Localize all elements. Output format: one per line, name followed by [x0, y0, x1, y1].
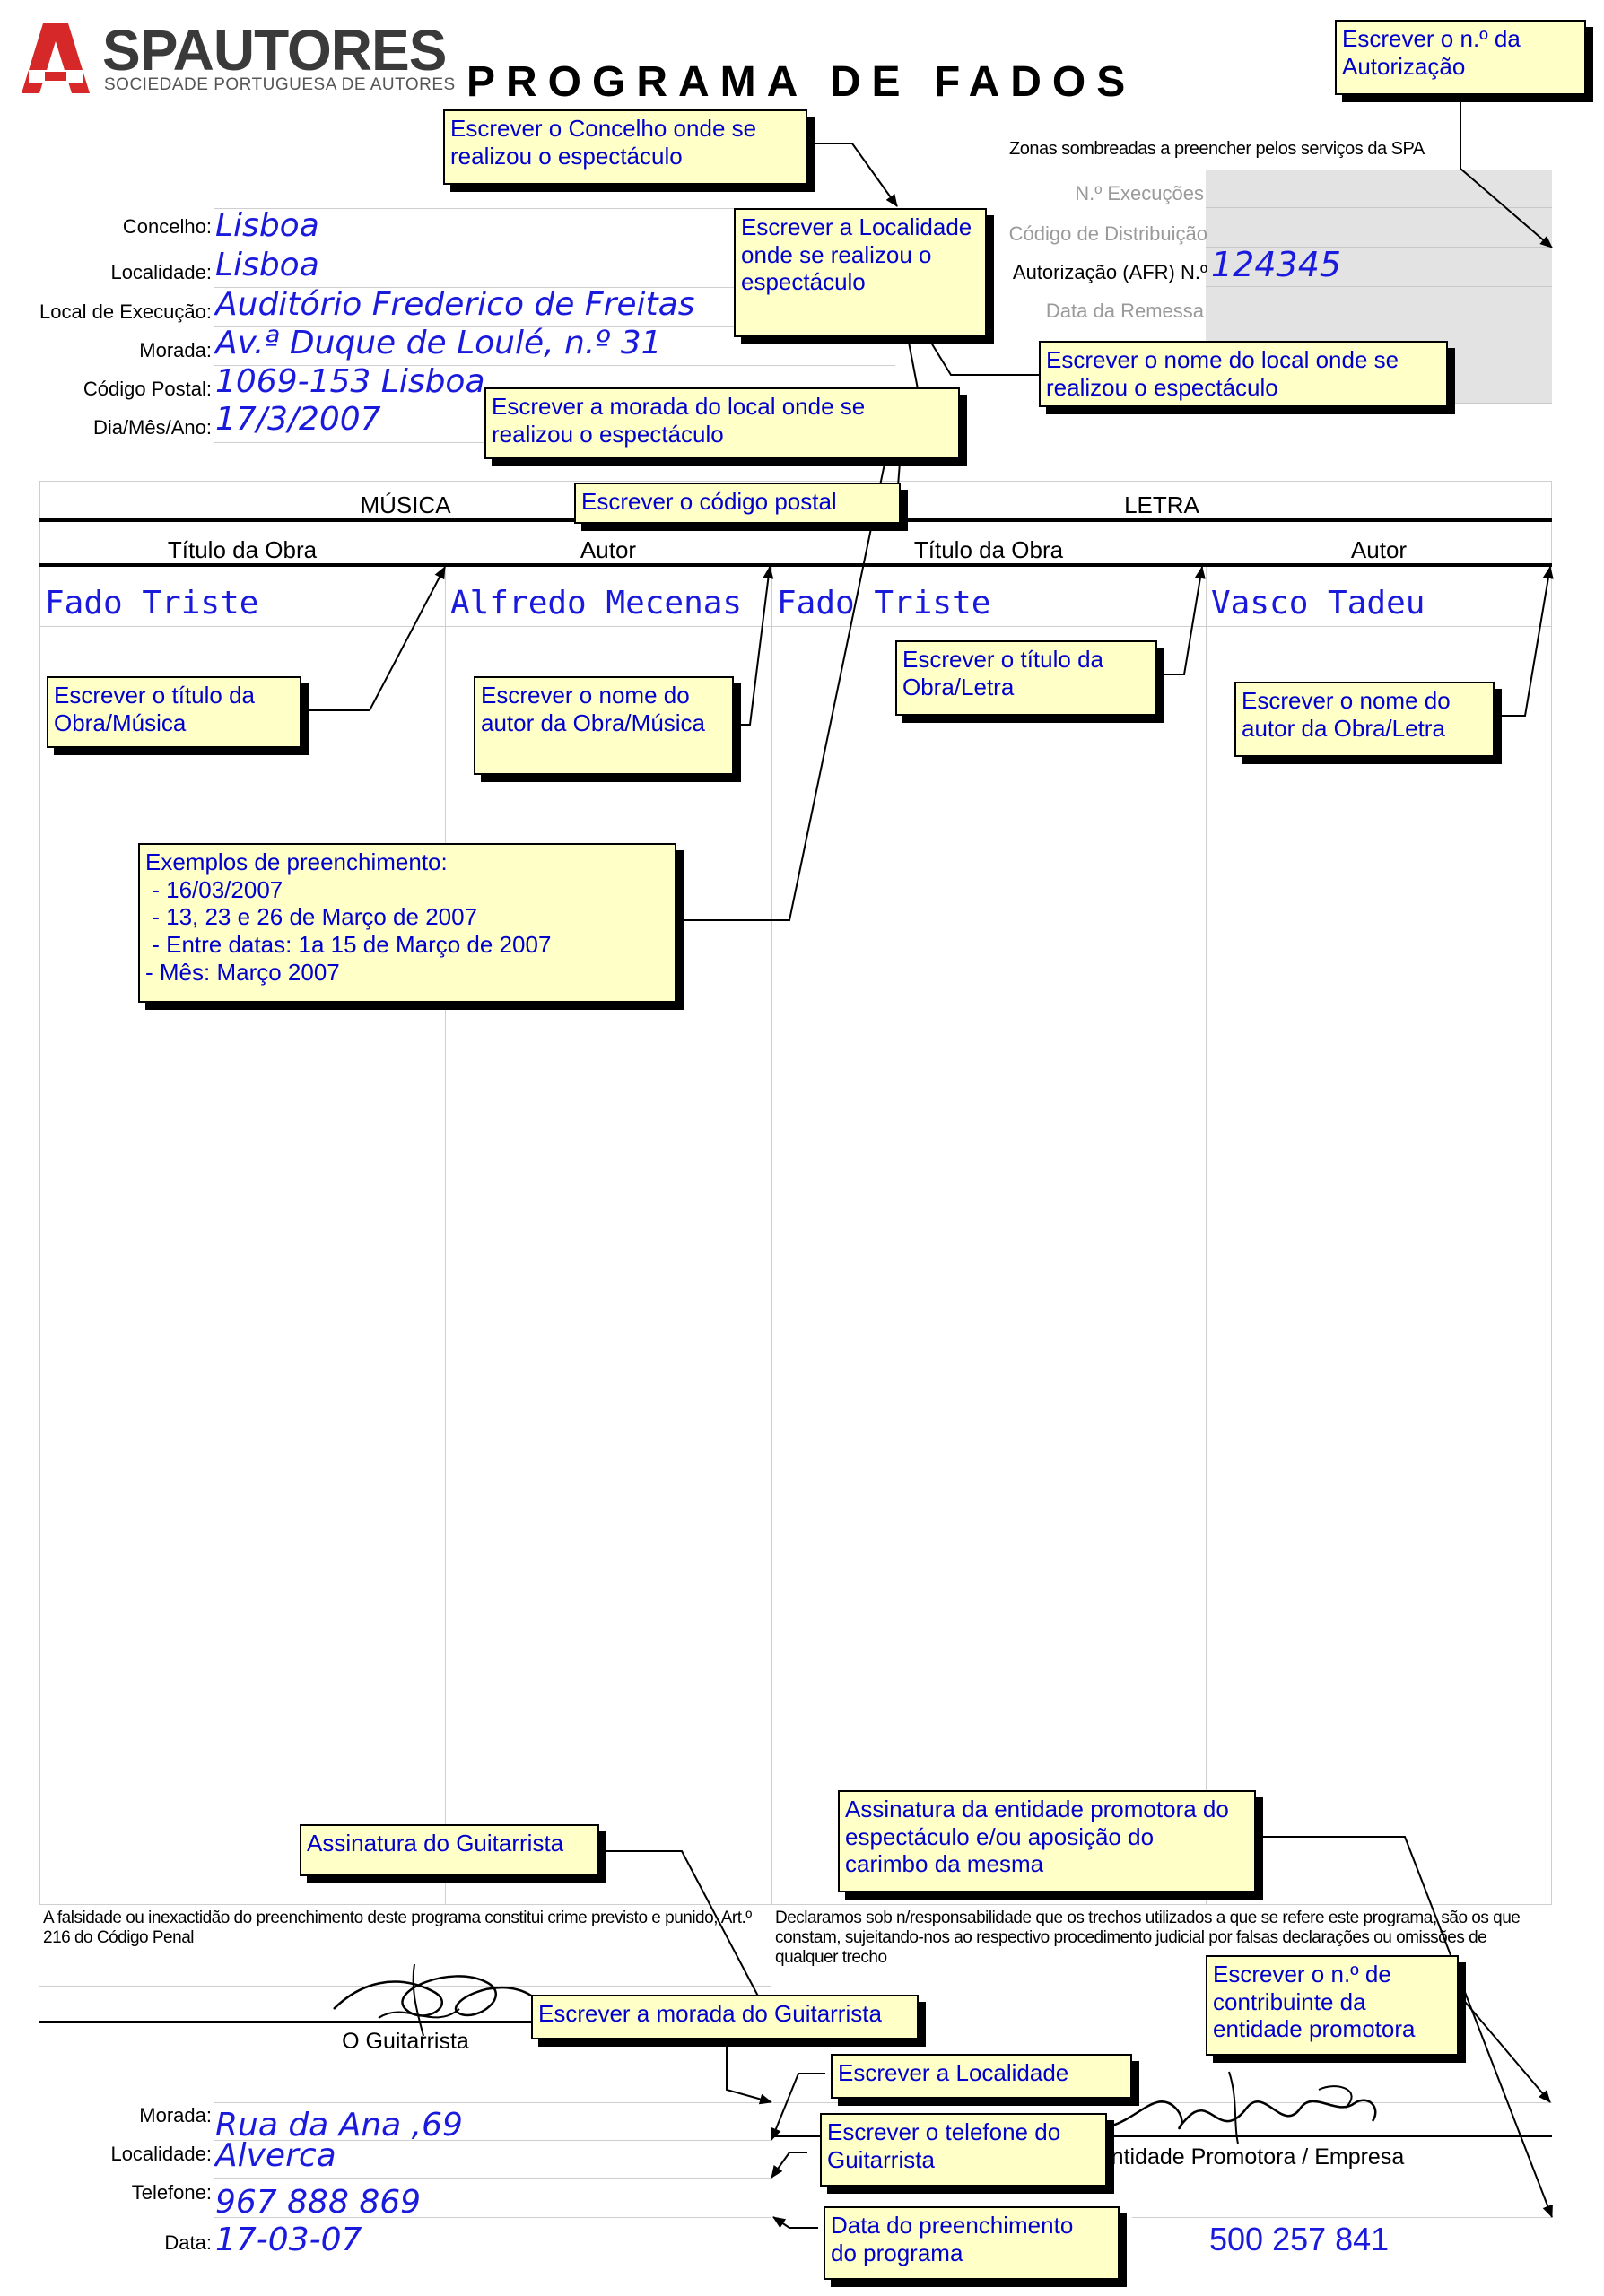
callout-morada-text: Escrever a morada do local onde se reali…	[492, 393, 866, 448]
callout-exemplos-text: Exemplos de preenchimento: - 16/03/2007 …	[145, 848, 552, 986]
page-title: PROGRAMA DE FADOS	[466, 58, 1137, 106]
cell-musica-titulo[interactable]: Fado Triste	[45, 585, 259, 622]
callout-titulo-musica-text: Escrever o título da Obra/Música	[54, 682, 255, 736]
field-localidade[interactable]: Lisboa	[215, 247, 319, 283]
header-musica-autor: Autor	[580, 536, 637, 563]
spa-logo-mark-icon	[22, 23, 90, 93]
callout-autor-letra-text: Escrever o nome do autor da Obra/Letra	[1242, 687, 1451, 742]
guitarrista-label: O Guitarrista	[342, 2029, 469, 2054]
spa-field-data-remessa[interactable]	[1206, 287, 1552, 326]
field-nif[interactable]: 500 257 841	[1209, 2221, 1390, 2257]
spa-field-autorizacao[interactable]	[1206, 248, 1552, 287]
field-guitarrista-telefone[interactable]: 967 888 869	[215, 2184, 422, 2221]
label-codigo-distribuicao: Código de Distribuição	[1008, 222, 1207, 245]
callout-assinatura-guitarrista-text: Assinatura do Guitarrista	[307, 1830, 564, 1857]
callout-titulo-letra: Escrever o título da Obra/Letra	[895, 640, 1157, 716]
field-local-execucao[interactable]: Auditório Frederico de Freitas	[215, 286, 695, 323]
label-guitarrista-localidade: Localidade:	[110, 2143, 212, 2165]
label-guitarrista-morada: Morada:	[139, 2104, 212, 2126]
spa-logo: SPAUTORES SOCIEDADE PORTUGUESA DE AUTORE…	[20, 18, 455, 102]
callout-assinatura-guitarrista: Assinatura do Guitarrista	[300, 1824, 599, 1876]
header-letra-titulo: Título da Obra	[913, 536, 1064, 563]
label-morada: Morada:	[139, 339, 212, 361]
callout-localidade-guitarrista: Escrever a Localidade	[831, 2054, 1132, 2099]
spa-field-codigo-distribuicao[interactable]	[1206, 208, 1552, 248]
callout-exemplos: Exemplos de preenchimento: - 16/03/2007 …	[138, 843, 676, 1003]
logo-subtitle: SOCIEDADE PORTUGUESA DE AUTORES	[104, 75, 456, 94]
callout-telefone-text: Escrever o telefone do Guitarrista	[827, 2118, 1061, 2173]
field-data[interactable]: 17/3/2007	[215, 401, 381, 438]
cell-letra-titulo[interactable]: Fado Triste	[777, 585, 991, 622]
label-guitarrista-telefone: Telefone:	[131, 2181, 212, 2204]
field-data-preenchimento[interactable]: 17-03-07	[215, 2222, 362, 2258]
callout-autorizacao: Escrever o n.º da Autorização	[1335, 20, 1586, 95]
callout-morada-guitarrista-text: Escrever a morada do Guitarrista	[538, 2000, 882, 2027]
works-table	[39, 481, 1552, 1905]
callout-autor-letra: Escrever o nome do autor da Obra/Letra	[1234, 682, 1495, 757]
guitarrista-signature-icon	[333, 1963, 532, 2037]
callout-contribuinte: Escrever o n.º de contribuinte da entida…	[1206, 1955, 1459, 2056]
callout-titulo-musica: Escrever o título da Obra/Música	[47, 676, 301, 748]
callout-data-preenchimento-text: Data do preenchimento do programa	[831, 2212, 1074, 2266]
label-execucoes: N.º Execuções	[1075, 182, 1204, 204]
callout-contribuinte-text: Escrever o n.º de contribuinte da entida…	[1213, 1961, 1416, 2043]
field-morada[interactable]: Av.ª Duque de Loulé, n.º 31	[215, 325, 662, 361]
callout-concelho: Escrever o Concelho onde se realizou o e…	[443, 109, 807, 185]
callout-localidade-text: Escrever a Localidade onde se realizou o…	[741, 213, 972, 296]
label-localidade: Localidade:	[110, 261, 212, 283]
callout-local-text: Escrever o nome do local onde se realizo…	[1046, 346, 1399, 401]
label-data-remessa: Data da Remessa	[1045, 300, 1204, 322]
falsidade-notice: A falsidade ou inexactidão do preenchime…	[43, 1909, 752, 1947]
header-musica: MÚSICA	[360, 491, 451, 518]
callout-local: Escrever o nome do local onde se realizo…	[1039, 341, 1448, 407]
cell-letra-autor[interactable]: Vasco Tadeu	[1211, 585, 1425, 622]
entidade-label: Entidade Promotora / Empresa	[1096, 2144, 1405, 2170]
entidade-signature-icon	[1111, 2071, 1377, 2144]
cell-musica-autor[interactable]: Alfredo Mecenas	[450, 585, 743, 622]
callout-telefone: Escrever o telefone do Guitarrista	[820, 2113, 1107, 2187]
callout-concelho-text: Escrever o Concelho onde se realizou o e…	[450, 115, 757, 170]
field-codigo-postal[interactable]: 1069-153 Lisboa	[215, 363, 485, 400]
label-codigo-postal: Código Postal:	[83, 378, 212, 400]
label-data-preenchimento: Data:	[164, 2231, 212, 2254]
callout-codigo-postal-text: Escrever o código postal	[581, 488, 837, 515]
field-concelho[interactable]: Lisboa	[215, 207, 319, 244]
callout-morada-guitarrista: Escrever a morada do Guitarrista	[531, 1995, 919, 2039]
spa-zone-note: Zonas sombreadas a preencher pelos servi…	[1009, 139, 1425, 159]
field-guitarrista-localidade[interactable]: Alverca	[215, 2137, 336, 2174]
header-letra-autor: Autor	[1350, 536, 1408, 563]
spa-field-execucoes[interactable]	[1206, 170, 1552, 208]
header-musica-titulo: Título da Obra	[167, 536, 318, 563]
value-autorizacao[interactable]: 124345	[1211, 245, 1342, 284]
logo-text: SPAUTORES	[102, 18, 447, 83]
declaracao-notice: Declaramos sob n/responsabilidade que os…	[775, 1909, 1521, 1967]
callout-autorizacao-text: Escrever o n.º da Autorização	[1342, 25, 1521, 80]
callout-morada: Escrever a morada do local onde se reali…	[484, 387, 960, 459]
callout-assinatura-entidade: Assinatura da entidade promotora do espe…	[838, 1790, 1256, 1892]
label-concelho: Concelho:	[122, 215, 212, 238]
callout-titulo-letra-text: Escrever o título da Obra/Letra	[902, 646, 1103, 700]
callout-autor-musica-text: Escrever o nome do autor da Obra/Música	[481, 682, 706, 736]
field-guitarrista-morada[interactable]: Rua da Ana ,69	[215, 2107, 463, 2144]
callout-codigo-postal: Escrever o código postal	[574, 483, 901, 524]
label-local-execucao: Local de Execução:	[39, 300, 212, 323]
label-data: Dia/Mês/Ano:	[92, 416, 212, 439]
callout-data-preenchimento: Data do preenchimento do programa	[824, 2206, 1120, 2280]
callout-localidade-guitarrista-text: Escrever a Localidade	[838, 2059, 1069, 2086]
callout-localidade: Escrever a Localidade onde se realizou o…	[734, 208, 987, 337]
header-letra: LETRA	[1124, 491, 1199, 518]
callout-autor-musica: Escrever o nome do autor da Obra/Música	[474, 676, 734, 775]
label-autorizacao: Autorização (AFR) N.º	[1012, 261, 1207, 283]
callout-assinatura-entidade-text: Assinatura da entidade promotora do espe…	[845, 1796, 1229, 1878]
